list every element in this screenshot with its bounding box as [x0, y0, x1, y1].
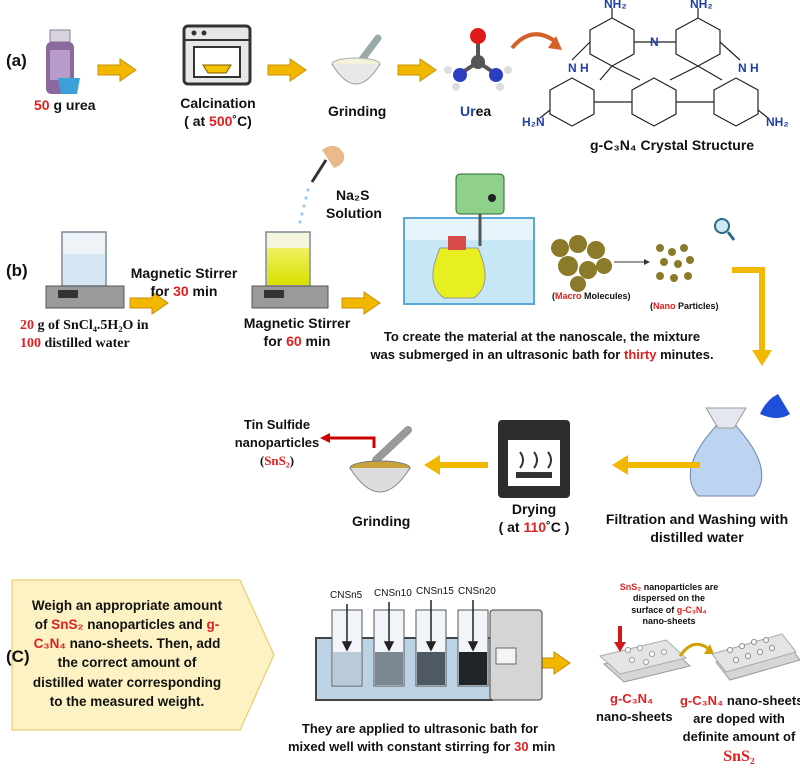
solution-label: Solution [326, 205, 382, 221]
urea-molecule-icon [444, 28, 512, 91]
elbow-arrow-icon [732, 267, 772, 366]
ultrasonic-desc-line2: was submerged in an ultrasonic bath for … [370, 347, 714, 362]
tin-sulfide-label: Tin Sulfide [243, 417, 311, 432]
doped-line1: g-C₃N₄ nano-sheets [680, 693, 800, 708]
red-return-arrow-icon [320, 433, 376, 448]
structure-label: g-C₃N₄ Crystal Structure [590, 137, 755, 153]
nanoparticles-label: nanoparticles [234, 435, 320, 450]
stirrer1-time: for 30 min [150, 283, 218, 299]
mortar-pestle-icon [349, 426, 412, 493]
h2n-label: H₂N [522, 115, 545, 129]
drying-temp-label: ( at 110˚C ) [498, 519, 570, 535]
doped-line2: are doped with [693, 711, 785, 726]
cns-label: CNSn20 [458, 586, 496, 597]
n-label: N [650, 35, 659, 49]
arrow-icon [341, 291, 381, 315]
curved-arrow-icon [510, 32, 558, 50]
urea-bottle-icon [46, 29, 80, 94]
gcn-label: g-C₃N₄ [610, 691, 654, 706]
left-arrow-icon [612, 455, 700, 475]
dispersed-note: SnS₂ nanoparticles are dispersed on the … [619, 582, 719, 626]
ultrasonic-desc-line1: To create the material at the nanoscale,… [383, 329, 701, 344]
calcination-temp-label: ( at 500˚C) [184, 113, 252, 129]
calcination-label: Calcination [180, 95, 256, 111]
macro-molecules-label: (Macro Molecules) [552, 291, 631, 301]
cns-label: CNSn5 [330, 590, 363, 601]
magnifier-icon [714, 218, 736, 241]
doped-line3: definite amount of [682, 729, 796, 744]
arrow-icon [397, 58, 437, 82]
nh2-label: NH₂ [690, 0, 713, 11]
mortar-pestle-icon [331, 34, 382, 85]
grinding-label: Grinding [352, 513, 411, 529]
section-label-b: (b) [6, 261, 28, 280]
gcn-nanosheets-icon [598, 639, 692, 683]
left-arrow-icon [424, 455, 488, 475]
urea-amount-label: 50 g urea [34, 97, 96, 113]
nh2-label: NH₂ [604, 0, 627, 11]
cns-label: CNSn15 [416, 586, 454, 597]
section-label-c: (C) [6, 647, 30, 666]
instruction-text: Weigh an appropriate amount of SnS₂ nano… [31, 598, 223, 709]
nano-particles-label: (Nano Particles) [650, 301, 719, 311]
gcn-crystal-structure [539, 8, 769, 127]
stirrer2-time: for 60 min [263, 333, 331, 349]
nh2-label: NH₂ [766, 115, 789, 129]
na2s-label: Na₂S [336, 187, 370, 203]
grinding-label: Grinding [328, 103, 387, 119]
stirrer1-label: Magnetic Stirrer [130, 265, 238, 281]
macro-molecules-icon [551, 235, 612, 292]
sns2-formula-label: (SnS₂) [259, 453, 295, 468]
stirrer2-label: Magnetic Stirrer [243, 315, 351, 331]
bath-desc-line2: mixed well with constant stirring for 30… [288, 739, 556, 754]
filtration-flask-icon [689, 394, 790, 497]
arrow-icon [267, 58, 307, 82]
doped-nanosheets-icon [711, 633, 800, 681]
urea-label: Urea [460, 103, 492, 119]
magnetic-stirrer-icon [45, 285, 125, 309]
section-label-a: (a) [6, 51, 27, 70]
beaker-yellow-icon [265, 231, 311, 287]
curved-arrow-icon [678, 642, 711, 657]
drying-oven-icon [498, 420, 570, 498]
doped-sns2: SnS₂ [723, 748, 755, 765]
magnetic-stirrer-icon [251, 285, 329, 309]
nano-particles-icon [656, 244, 694, 282]
instruction-box [11, 579, 275, 731]
nh-label: N H [738, 61, 759, 75]
ultrasonic-bath-icon [403, 173, 535, 305]
filtration-label: Filtration and Washing with [605, 511, 789, 527]
sample-pointer-arrows [341, 600, 479, 652]
nanosheets-label: nano-sheets [596, 709, 673, 724]
sncl4-label: 20 g of SnCl₄.5H₂O in [20, 318, 149, 333]
arrow-icon [97, 58, 137, 82]
dropper-icon [298, 145, 345, 224]
distilled-water-label: distilled water [650, 529, 744, 545]
furnace-icon [182, 24, 252, 86]
beaker-water-icon [61, 231, 107, 287]
bath-desc-line1: They are applied to ultrasonic bath for [301, 721, 539, 736]
drying-label: Drying [511, 501, 557, 517]
nh-label: N H [568, 61, 589, 75]
water-label: 100 distilled water [20, 336, 130, 351]
ultrasonic-tank-icon [315, 609, 543, 701]
cns-label: CNSn10 [374, 588, 412, 599]
